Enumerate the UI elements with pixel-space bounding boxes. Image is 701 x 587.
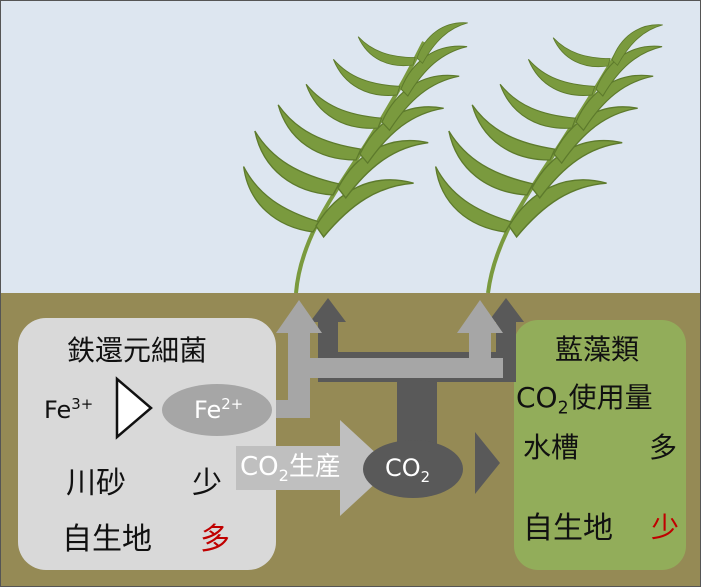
reduction-triangle [115,376,153,440]
cyanobacteria-title: 藍藻類 [555,333,640,366]
aquatic-plant-left [228,10,469,294]
co2-ellipse [363,440,463,498]
fe2-label: Fe2+ [194,395,244,424]
tank-amount: 多 [649,431,678,464]
habitat-amount-left: 多 [200,522,230,557]
co2-node-label: CO2 [385,454,431,486]
fe3-base: Fe [44,396,72,424]
habitat-amount-right: 少 [651,511,680,544]
cyanobacteria-box [514,320,686,570]
co2-production-label: CO2生産 [240,452,341,486]
river-sand-label: 川砂 [66,466,126,501]
habitat-label-right: 自生地 [523,511,613,546]
co2-production-arrow [236,420,392,516]
co2-usage-label: CO2使用量 [516,381,653,419]
bacteria-title: 鉄還元細菌 [67,334,208,367]
river-sand-amount: 少 [192,466,222,501]
fe3-label: Fe3+ [44,395,94,424]
habitat-label-left: 自生地 [62,522,152,557]
fe2-charge: 2+ [221,395,244,413]
tank-label: 水槽 [523,431,580,464]
iron-reducing-bacteria-box [18,318,276,570]
fe2-ellipse [162,384,272,436]
co2-distribution-arrows-light [276,300,503,418]
aquatic-plant-right [420,12,664,294]
fe2-base: Fe [194,396,222,424]
fe3-charge: 3+ [71,395,94,413]
